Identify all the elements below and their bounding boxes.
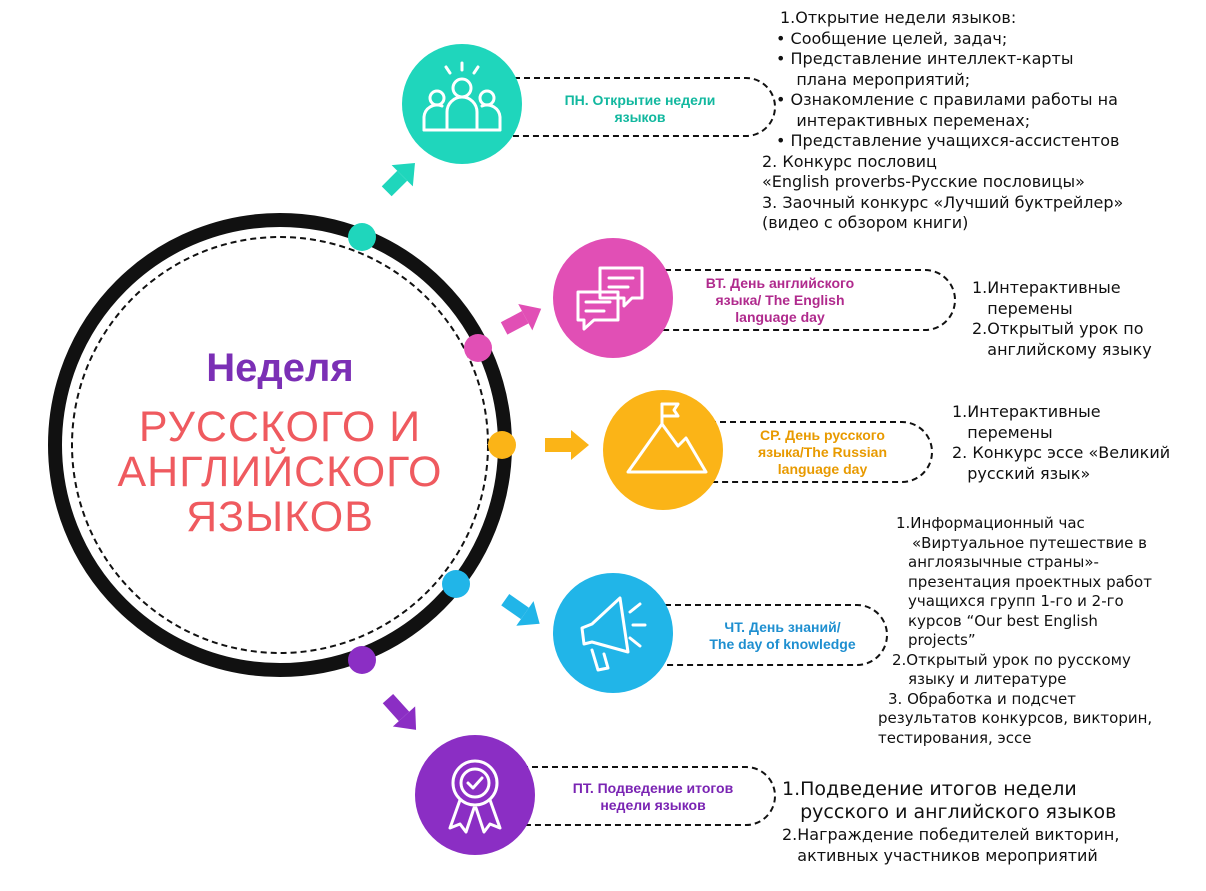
note-line: перемены	[972, 298, 1073, 318]
note-line: английскому языку	[972, 339, 1152, 359]
note-line: • Представление интеллект-карты	[776, 49, 1074, 68]
label-line: ВТ. День английского	[705, 275, 855, 291]
note-line: 1.Подведение итогов недели	[782, 778, 1077, 800]
label-line: The day of knowledge	[709, 636, 856, 652]
note-line: 1.Интерактивные	[952, 402, 1101, 421]
label-line: языков	[614, 109, 666, 125]
note-line: тестирования, эссе	[878, 728, 1032, 747]
label-thu: ЧТ. День знаний/ The day of knowledge	[690, 619, 875, 653]
arrow-mon	[381, 163, 415, 197]
center-subtitle-line: РУССКОГО И	[138, 403, 422, 451]
note-line: • Сообщение целей, задач;	[776, 28, 1008, 48]
circle-mon	[402, 44, 522, 164]
note-line: • Представление учащихся-ассистентов	[776, 131, 1120, 150]
circle-wed	[603, 390, 723, 510]
label-line: language day	[735, 309, 825, 325]
arrow-wed	[545, 430, 589, 460]
dot-tue	[464, 334, 492, 362]
center-subtitle-line: АНГЛИЙСКОГО	[117, 448, 443, 496]
note-line: «Виртуальное путешествие в	[912, 533, 1147, 552]
note-line: 1.Открытие недели языков:	[780, 8, 1017, 27]
center-subtitle-line: ЯЗЫКОВ	[186, 493, 374, 541]
note-line: русский язык»	[952, 463, 1091, 483]
note-line: русского и английского языков	[782, 801, 1117, 823]
note-line: 3. Заочный конкурс «Лучший буктрейлер»	[762, 192, 1124, 212]
note-line: учащихся групп 1-го и 2-го	[908, 592, 1124, 610]
notes-mon: 1.Открытие недели языков: • Сообщение це…	[762, 8, 1202, 234]
note-line: интерактивных переменах;	[776, 110, 1031, 130]
dot-mon	[348, 223, 376, 251]
award-badge-icon	[448, 759, 502, 834]
note-line: англоязычные страны»-	[908, 553, 1099, 571]
note-line: языку и литературе	[908, 670, 1067, 688]
label-line: недели языков	[600, 797, 706, 813]
note-line: (видео с обзором книги)	[762, 213, 969, 232]
megaphone-icon	[580, 596, 647, 672]
arrow-tue	[500, 303, 542, 335]
note-line: «English proverbs-Русские пословицы»	[762, 172, 1085, 191]
label-line: языка/ The English	[715, 292, 845, 308]
dot-wed	[488, 431, 516, 459]
label-mon: ПН. Открытие недели языков	[540, 92, 740, 126]
circle-fri	[415, 735, 535, 855]
note-line: 2.Награждение победителей викторин,	[782, 825, 1120, 844]
arrow-fri	[382, 693, 417, 730]
notes-thu: 1.Информационный час «Виртуальное путеше…	[878, 514, 1202, 748]
note-line: 3. Обработка и подсчет	[888, 689, 1076, 708]
notes-wed: 1.Интерактивные перемены 2. Конкурс эссе…	[952, 402, 1202, 484]
note-line: 2. Конкурс пословиц	[762, 151, 937, 171]
label-line: ЧТ. День знаний/	[724, 619, 841, 635]
label-tue: ВТ. День английского языка/ The English …	[680, 275, 880, 326]
people-icon	[422, 61, 502, 132]
center-subtitle: РУССКОГО И АНГЛИЙСКОГО ЯЗЫКОВ	[85, 405, 475, 540]
label-line: language day	[777, 461, 868, 477]
note-line: активных участников мероприятий	[782, 846, 1098, 865]
note-line: презентация проектных работ	[908, 572, 1152, 591]
label-line: ПТ. Подведение итогов	[572, 780, 734, 796]
note-line: плана мероприятий;	[776, 69, 971, 89]
note-line: 1.Интерактивные	[972, 278, 1121, 297]
label-line: СР. День русского	[760, 427, 885, 443]
label-line: языка/The Russian	[757, 444, 887, 460]
note-line: 2.Открытый урок по	[972, 319, 1144, 338]
dot-fri	[348, 646, 376, 674]
note-line: 1.Информационный час	[896, 514, 1085, 532]
label-fri: ПТ. Подведение итогов недели языков	[548, 780, 758, 814]
dot-thu	[442, 570, 470, 598]
arrow-thu	[501, 593, 540, 626]
label-wed: СР. День русского языка/The Russian lang…	[735, 427, 910, 478]
note-line: курсов “Our best English	[908, 611, 1098, 630]
note-line: projects”	[908, 631, 976, 649]
note-line: • Ознакомление с правилами работы на	[776, 90, 1118, 109]
chat-bubbles-icon	[576, 266, 644, 331]
note-line: 2. Конкурс эссе «Великий	[952, 443, 1171, 462]
center-title: Неделя	[206, 346, 354, 390]
mountain-flag-icon	[626, 402, 708, 474]
note-line: перемены	[952, 422, 1053, 442]
label-line: ПН. Открытие недели	[564, 92, 716, 108]
note-line: 2.Открытый урок по русскому	[892, 650, 1131, 669]
circle-thu	[553, 573, 673, 693]
notes-tue: 1.Интерактивные перемены 2.Открытый урок…	[972, 278, 1202, 360]
note-line: результатов конкурсов, викторин,	[878, 709, 1153, 727]
notes-fri: 1.Подведение итогов недели русского и ан…	[782, 778, 1202, 866]
